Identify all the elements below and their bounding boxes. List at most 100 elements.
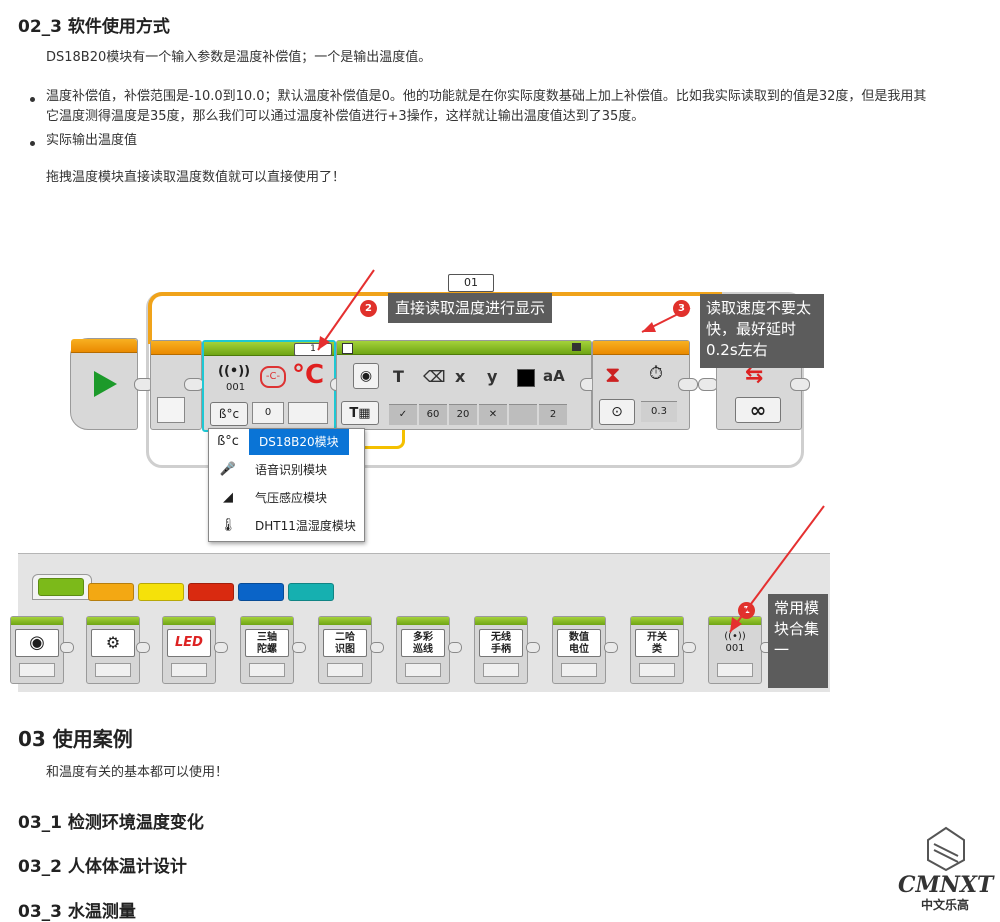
block-bar — [553, 617, 605, 625]
y-param[interactable]: 20 — [449, 404, 477, 425]
intro-paragraph: DS18B20模块有一个输入参数是温度补偿值；一个是输出温度值。 — [46, 50, 432, 65]
font-param[interactable]: 2 — [539, 404, 567, 425]
loop-end-block[interactable]: ⇆ ∞ — [716, 356, 802, 430]
block-slot — [327, 663, 363, 677]
block-bar — [11, 617, 63, 625]
wait-mode-button[interactable]: ⊙ — [599, 399, 635, 425]
color-swatch-icon — [517, 369, 535, 387]
block-slot — [19, 663, 55, 677]
celsius-icon: °C — [292, 360, 325, 390]
cmnxt-watermark: CMNXT 中文乐高 — [898, 826, 993, 916]
lego-logo-icon — [927, 826, 965, 872]
font-size-icon: aA — [543, 367, 565, 385]
block-palette: ◉ ⚙ LED 三轴 陀螺 二哈 识图 多彩 巡线 无线 手柄 数值 电位 开关… — [10, 505, 830, 692]
loop-input-slot[interactable] — [157, 397, 185, 423]
x-param[interactable]: 60 — [419, 404, 447, 425]
block-bar — [241, 617, 293, 625]
callout-text: 常用模块合集一 — [774, 599, 820, 659]
wait-seconds-input[interactable]: 0.3 — [641, 401, 677, 422]
menu-item-pressure[interactable]: ◢ 气压感应模块 — [209, 485, 364, 511]
palette-block-huskylens[interactable]: 二哈 识图 — [318, 616, 372, 684]
infinite-loop-button[interactable]: ∞ — [735, 397, 781, 423]
display-block-bar — [337, 341, 591, 355]
drag-note: 拖拽温度模块直接读取温度数值就可以直接使用了！ — [46, 170, 346, 185]
display-small-icon — [342, 343, 353, 354]
signal-icon: ((•)) — [218, 364, 251, 379]
play-icon — [94, 371, 117, 397]
palette-tab-red[interactable] — [188, 583, 234, 601]
callout-text: 直接读取温度进行显示 — [395, 299, 546, 317]
palette-tab-yellow[interactable] — [138, 583, 184, 601]
block-slot — [171, 663, 207, 677]
thermometer-plug-icon: -C- — [260, 366, 286, 388]
block-slot — [249, 663, 285, 677]
palette-block-gyro[interactable]: 三轴 陀螺 — [240, 616, 294, 684]
heading-03-3: 03_3 水温测量 — [18, 902, 136, 922]
color-param[interactable] — [509, 404, 537, 425]
block-slot — [95, 663, 131, 677]
block-bar — [319, 617, 371, 625]
callout-common-modules: 常用模块合集一 — [768, 594, 828, 688]
palette-tab-green[interactable] — [38, 578, 84, 596]
program-diagram: 01 1 ((•)) 001 -C- °C ß°c 0 ◉ T▦ T ⌫ x y… — [18, 268, 830, 548]
x-icon: x — [455, 367, 466, 386]
loop-counter[interactable]: 01 — [448, 274, 494, 292]
block-slot — [639, 663, 675, 677]
check-param[interactable]: ✓ — [389, 404, 417, 425]
palette-block-motor[interactable]: ⚙ — [86, 616, 140, 684]
bullet-output: 实际输出温度值 — [46, 133, 138, 148]
mode-selector-button[interactable]: ß°c — [210, 402, 248, 426]
palette-block-line-tracker[interactable]: 多彩 巡线 — [396, 616, 450, 684]
palette-block-led[interactable]: LED — [162, 616, 216, 684]
palette-block-switch[interactable]: 开关 类 — [630, 616, 684, 684]
palette-block-sound[interactable]: ◉ — [10, 616, 64, 684]
connector — [370, 642, 384, 653]
block-label: ⚙ — [91, 629, 135, 657]
block-bar — [397, 617, 449, 625]
text-mode-button[interactable]: T▦ — [341, 401, 379, 425]
block-label: 开关 类 — [635, 629, 679, 657]
microphone-icon: 🎤 — [219, 462, 237, 477]
loop-start-bar — [151, 341, 201, 355]
heading-03-2: 03_2 人体体温计设计 — [18, 857, 187, 877]
menu-item-ds18b20[interactable]: ß°c DS18B20模块 — [209, 429, 364, 455]
callout-text: 读取速度不要太快，最好延时0.2s左右 — [706, 299, 812, 359]
display-block[interactable]: ◉ T▦ T ⌫ x y aA ✓ 60 20 ✕ 2 — [336, 340, 592, 430]
menu-item-label: DHT11温湿度模块 — [255, 519, 356, 533]
block-label: 二哈 识图 — [323, 629, 367, 657]
connector — [60, 642, 74, 653]
palette-block-potentiometer[interactable]: 数值 电位 — [552, 616, 606, 684]
block-label: ◉ — [15, 629, 59, 657]
connector — [214, 642, 228, 653]
palette-tab-blue[interactable] — [238, 583, 284, 601]
humidity-icon: 🌡 — [219, 518, 237, 533]
loop-arrows-icon: ⇆ — [745, 363, 764, 388]
eraser-icon: ⌫ — [423, 367, 446, 386]
heading-02-3: 02_3 软件使用方式 — [18, 17, 170, 37]
connector — [526, 642, 540, 653]
sensor-icon-label: 001 — [226, 382, 246, 393]
menu-item-dht11[interactable]: 🌡 DHT11温湿度模块 — [209, 513, 364, 539]
wait-block-bar — [593, 341, 689, 355]
start-block-bar — [71, 339, 137, 353]
block-label: 三轴 陀螺 — [245, 629, 289, 657]
menu-item-voice[interactable]: 🎤 语音识别模块 — [209, 457, 364, 483]
connector — [790, 378, 810, 391]
palette-tab-orange[interactable] — [88, 583, 134, 601]
wait-block[interactable]: ⧗ ⏱ ⊙ 0.3 — [592, 340, 690, 430]
hourglass-icon: ⧗ — [605, 363, 621, 388]
offset-input[interactable]: 0 — [252, 402, 284, 424]
callout-delay: 读取速度不要太快，最好延时0.2s左右 — [700, 294, 824, 368]
connector — [678, 378, 698, 391]
block-slot — [483, 663, 519, 677]
menu-item-label: 语音识别模块 — [255, 463, 328, 477]
battery-icon — [572, 343, 581, 351]
block-label: 数值 电位 — [557, 629, 601, 657]
connector — [682, 642, 696, 653]
palette-tab-cyan[interactable] — [288, 583, 334, 601]
y-icon: y — [487, 367, 498, 386]
temperature-output[interactable] — [288, 402, 328, 424]
palette-block-gamepad[interactable]: 无线 手柄 — [474, 616, 528, 684]
block-label: LED — [167, 629, 211, 657]
clear-param[interactable]: ✕ — [479, 404, 507, 425]
